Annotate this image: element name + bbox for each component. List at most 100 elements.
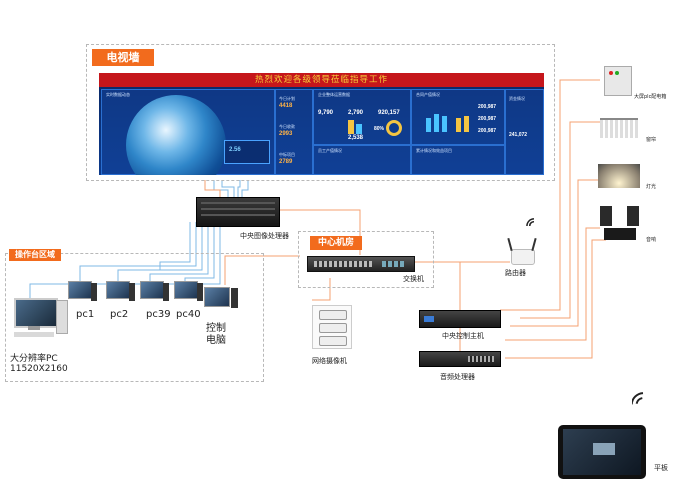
camera-group <box>312 305 352 349</box>
operator-zone <box>5 253 264 382</box>
audio-processor-device <box>419 351 501 367</box>
switch-uplinks <box>382 261 404 267</box>
contract-bar-2 <box>434 114 439 132</box>
processor-slot-1 <box>201 202 275 204</box>
overview-v5: 80% <box>374 126 385 132</box>
kpi-mid-value: 2789 <box>279 159 293 165</box>
wire-switch-cam <box>312 278 331 301</box>
wire-orange-wall <box>204 180 221 198</box>
curtain-label: 窗帘 <box>646 137 657 143</box>
control-pc-tower <box>231 288 238 308</box>
funds-title: 资金情况 <box>509 96 525 101</box>
pc40-label: pc40 <box>176 309 201 320</box>
overview-v4: 2,538 <box>348 135 364 141</box>
speaker-mixer-device <box>604 228 636 240</box>
audio-processor-knobs <box>468 356 494 362</box>
earth-globe-image <box>126 95 226 175</box>
wire-ctrl-switch <box>224 255 300 285</box>
pc40-tower <box>197 283 203 301</box>
contract-v1: 200,987 <box>478 104 497 110</box>
video-wall-title: 电视墙 <box>92 49 154 66</box>
pc2-tower <box>129 283 135 301</box>
wire-wall-3 <box>237 180 241 198</box>
audio-processor-label: 音频处理器 <box>440 373 475 381</box>
pc39-tower <box>163 283 169 301</box>
image-processor-label: 中央图像处理器 <box>240 232 289 240</box>
realtime-title: 实时数据动态 <box>106 92 130 97</box>
kpi-column: 今日计划 4418 今日收款 2993 中标项目 2789 <box>275 89 313 175</box>
video-wall-zone <box>86 44 555 181</box>
pc39-label: pc39 <box>146 309 171 320</box>
contract-v3: 200,987 <box>478 128 497 134</box>
overview-v2: 2,790 <box>348 110 364 116</box>
wire-curtain <box>520 121 600 319</box>
overview-panel: 企业整体运营数据 9,790 2,790 920,157 2,538 80% <box>313 89 411 145</box>
contract-bar-4 <box>456 118 461 132</box>
quarter-panel: 累计情况和效益项目 <box>411 145 505 175</box>
big-pc-keyboard <box>14 332 54 337</box>
kpi-day-label: 今日计划 <box>279 96 295 101</box>
earth-popup-value: 2.56 <box>229 147 241 153</box>
wire-speaker <box>505 227 600 341</box>
speaker-label: 音响 <box>646 237 657 243</box>
wire-op-5 <box>184 222 215 282</box>
funds-value: 241,072 <box>509 132 528 138</box>
contract-bar-5 <box>464 116 469 132</box>
big-pc-monitor <box>14 298 58 328</box>
overview-bar-1 <box>348 120 354 134</box>
speaker-right-device <box>627 206 639 226</box>
image-processor-device <box>196 197 280 227</box>
tablet-device <box>558 425 646 479</box>
big-pc-label-line1: 大分辨率PC <box>10 354 58 364</box>
light-device <box>598 164 640 188</box>
plc-box-device <box>604 66 632 96</box>
wire-wall-4 <box>241 180 249 198</box>
control-pc-label-line1: 控制 <box>206 323 226 334</box>
pc1-tower <box>91 283 97 301</box>
camera-3-icon <box>319 336 347 346</box>
central-control-device <box>419 310 501 328</box>
pc2-label: pc2 <box>110 309 129 320</box>
overview-v3: 920,157 <box>378 110 400 116</box>
staff-panel: 员工产值情况 <box>313 145 411 175</box>
kpi-day-value: 4418 <box>279 103 293 109</box>
wire-op-2 <box>79 222 197 282</box>
pc2-monitor <box>106 281 130 299</box>
speaker-left-device <box>600 206 612 226</box>
processor-slot-3 <box>201 214 275 216</box>
video-wall-banner: 热烈欢迎各级领导莅临指导工作 <box>99 73 544 87</box>
router-device <box>511 249 535 265</box>
funds-panel: 资金情况 241,072 <box>505 89 544 175</box>
pc1-monitor <box>68 281 92 299</box>
curtain-device <box>600 118 638 138</box>
quarter-title: 累计情况和效益项目 <box>416 148 452 153</box>
tablet-wifi-icon <box>632 392 644 405</box>
tablet-screen <box>563 429 641 475</box>
wire-wall-2 <box>221 180 235 198</box>
control-pc-monitor <box>204 287 230 307</box>
kpi-mid-label: 中标项目 <box>279 152 295 157</box>
wire-audio-speaker <box>505 239 606 359</box>
operator-zone-title: 操作台区域 <box>9 249 61 261</box>
overview-donut <box>386 120 402 136</box>
big-pc-tower <box>56 300 68 334</box>
realtime-panel: 实时数据动态 2.56 <box>101 89 275 175</box>
central-control-label: 中央控制主机 <box>442 332 484 340</box>
pc1-label: pc1 <box>76 309 95 320</box>
kpi-today-value: 2993 <box>279 131 293 137</box>
tablet-label: 平板 <box>654 464 668 472</box>
light-label: 灯光 <box>646 184 657 190</box>
contract-bar-1 <box>426 118 431 132</box>
wire-light <box>510 179 598 327</box>
tablet-screen-tile <box>593 443 615 455</box>
contract-title: 合同产值情况 <box>416 92 440 97</box>
processor-slot-2 <box>201 208 275 210</box>
plc-led-red <box>609 71 613 75</box>
big-pc-label-line2: 11520X2160 <box>10 364 68 374</box>
wire-op-4 <box>149 222 209 282</box>
earth-popup: 2.56 <box>224 140 270 164</box>
switch-ports <box>314 261 372 267</box>
wire-plc <box>500 79 600 311</box>
central-control-led <box>424 316 434 322</box>
